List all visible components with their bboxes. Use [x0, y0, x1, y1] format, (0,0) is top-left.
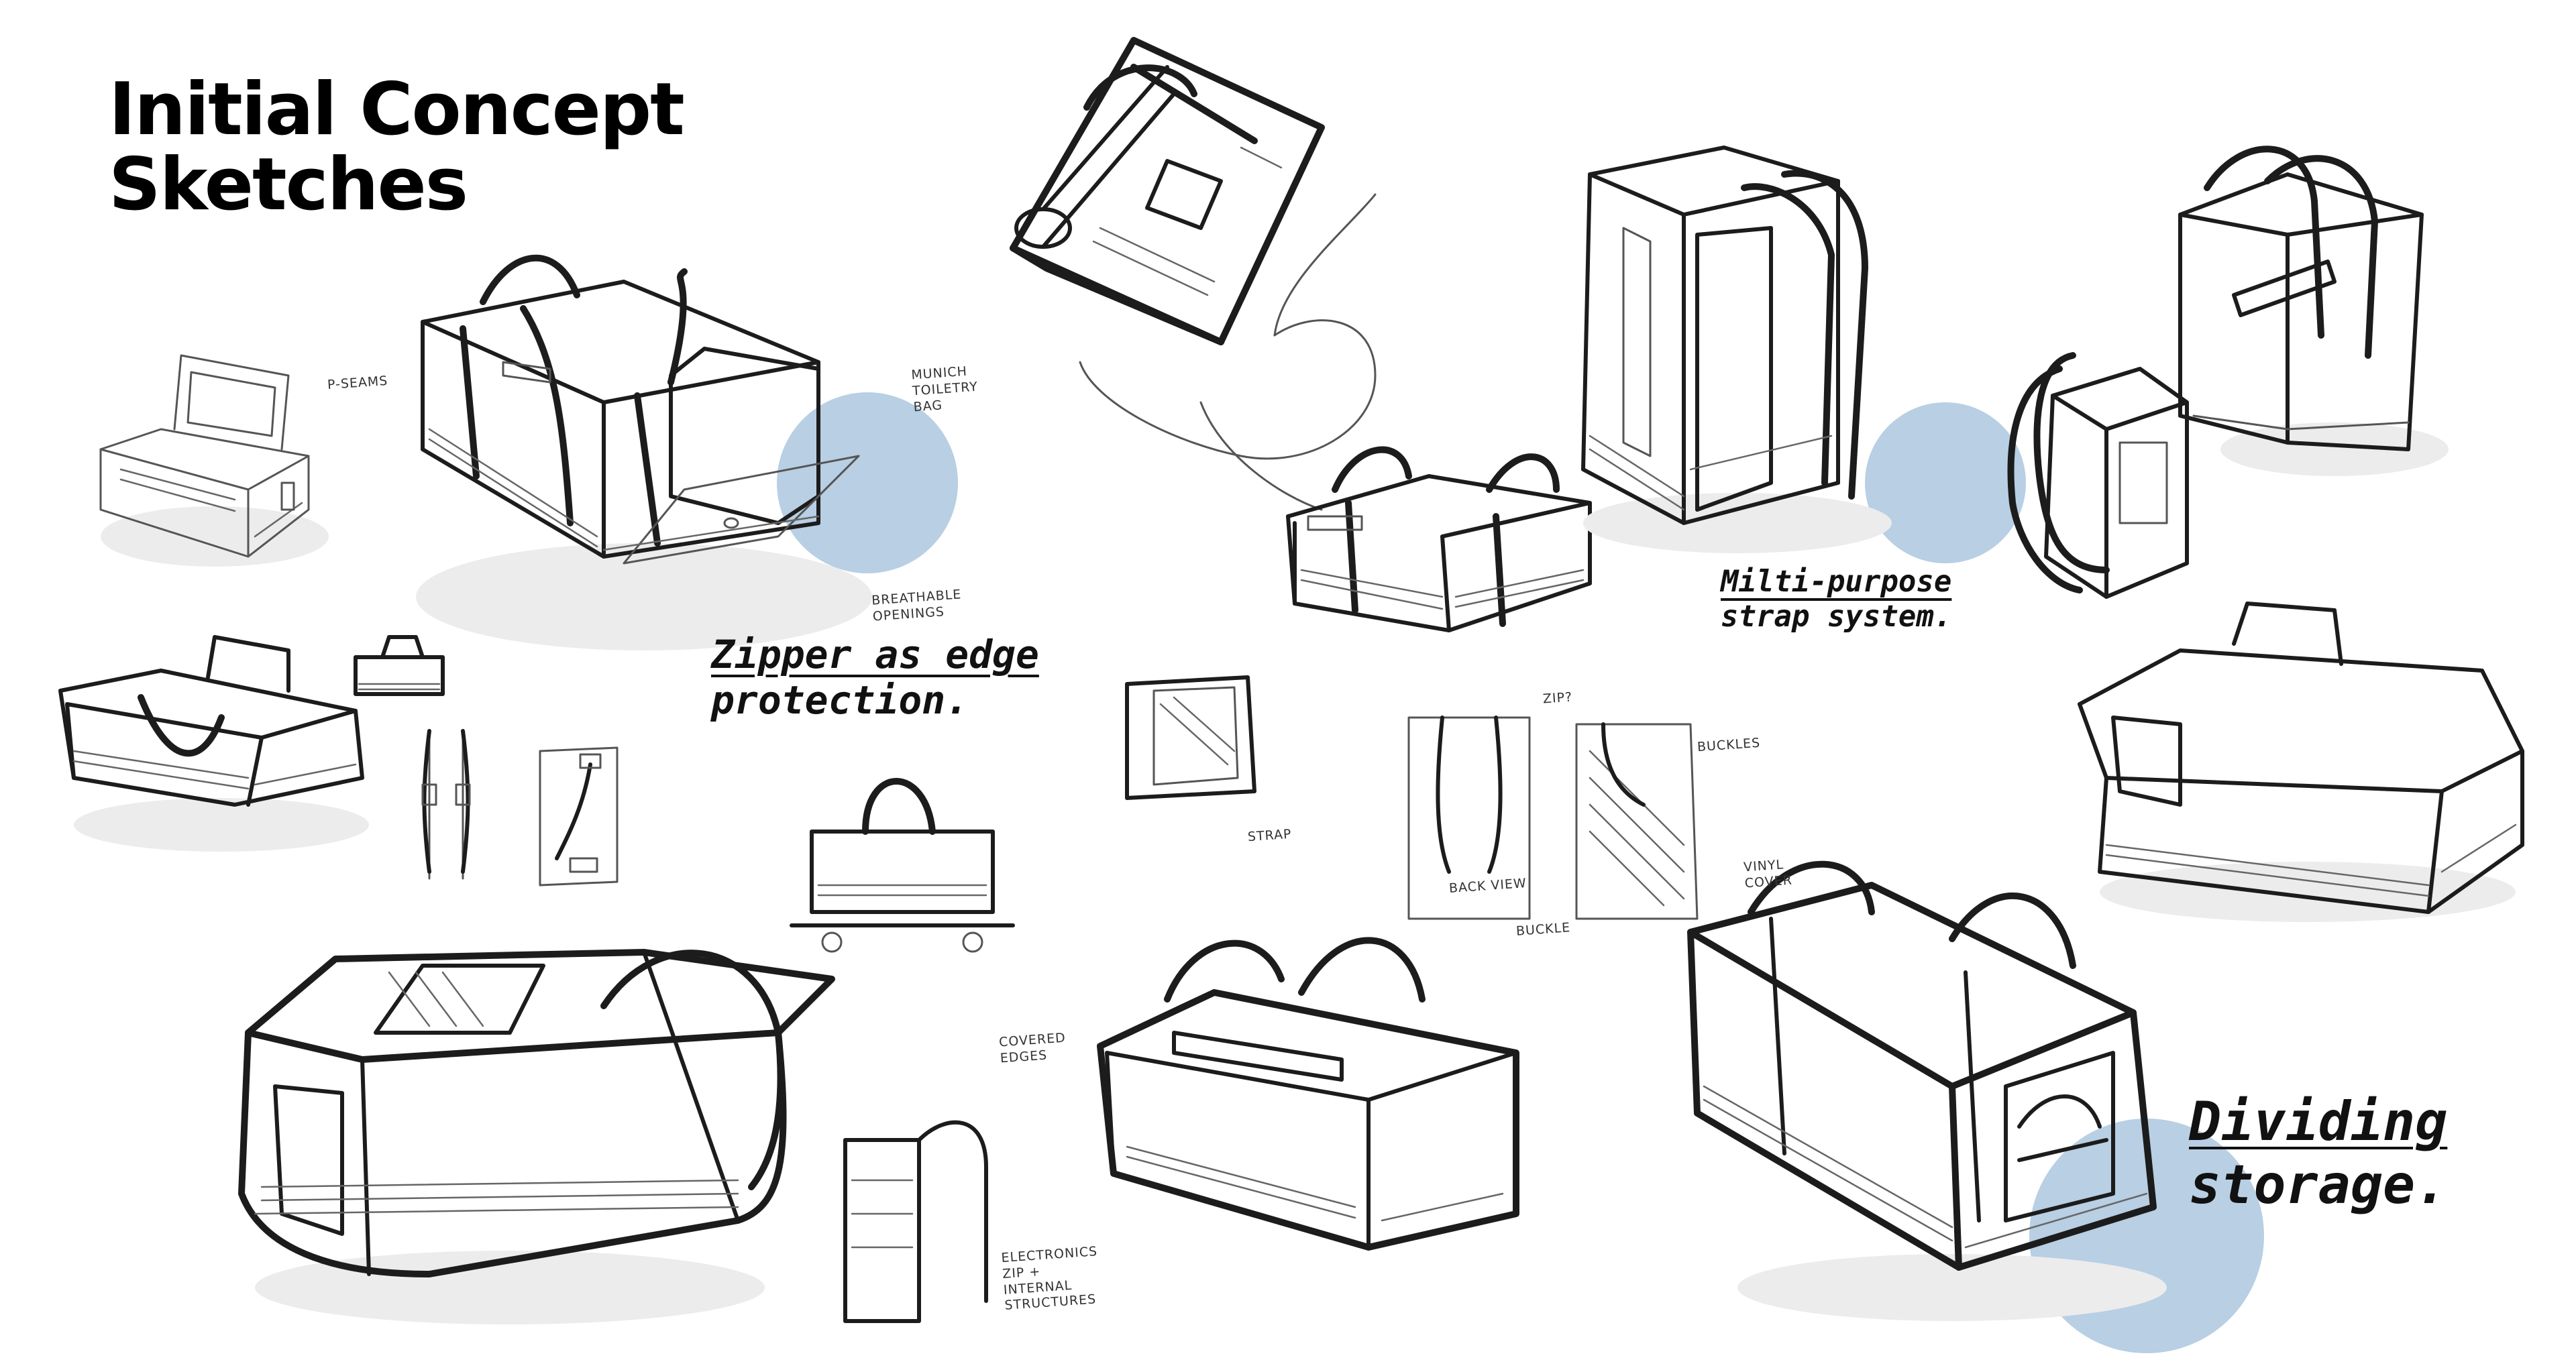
callout-zipper-edge: Zipper as edge protection.	[711, 632, 1039, 724]
note-buckles-text: Buckles	[1697, 735, 1761, 755]
callout-strap-line-2: strap system.	[1721, 599, 1952, 634]
note-buckle: Buckle	[1515, 920, 1571, 939]
sketch-backpack-large	[1581, 146, 1892, 553]
callout-zipper-line-2: protection.	[711, 677, 969, 724]
note-vinyl-line-2: cover	[1744, 872, 1793, 891]
note-p-seams: P-seams	[327, 374, 388, 394]
sketch-bag-held-hand	[1010, 37, 1377, 511]
note-vinyl-cover: Vinyl cover	[1743, 857, 1792, 892]
page-title-line-2: Sketches	[109, 143, 468, 227]
sketch-panel-detail	[539, 746, 619, 887]
sketch-backpack-top-right	[2178, 146, 2449, 476]
sketch-duffel-center	[1286, 446, 1592, 632]
sketch-small-tray	[99, 354, 329, 567]
sketch-tiny-bag	[354, 635, 445, 696]
note-buckles: Buckles	[1697, 736, 1761, 756]
sketch-duffel-large-bottom-left	[238, 949, 835, 1324]
sketch-wheeled-bag	[790, 778, 1015, 953]
note-p-seams-text: P-seams	[327, 373, 389, 393]
sketch-duffel-right-middle	[2078, 602, 2524, 922]
note-munich-toiletry-bag: Munich toiletry bag	[911, 363, 980, 416]
callout-dividing-line-1: Dividing	[2189, 1090, 2448, 1153]
callout-dividing-storage: Dividing storage.	[2189, 1090, 2447, 1217]
note-zip: Zip?	[1542, 689, 1573, 707]
callout-strap-system: Milti-purpose strap system.	[1721, 565, 1951, 634]
note-zip-text: Zip?	[1542, 689, 1573, 707]
sketch-back-view	[1407, 716, 1531, 920]
sketch-vinyl-panel	[1575, 722, 1699, 920]
note-electronics: Electronics zip + internal structures	[1001, 1244, 1102, 1314]
accent-circle-strap	[1865, 402, 2026, 563]
callout-strap-line-1: Milti-purpose	[1721, 565, 1952, 599]
page-title: Initial Concept Sketches	[109, 68, 685, 227]
sketch-duffel-dividing	[1687, 860, 2167, 1321]
note-strap: Strap	[1247, 827, 1292, 846]
callout-dividing-line-2: storage.	[2189, 1153, 2448, 1216]
sketch-frame-center	[1125, 675, 1256, 800]
sketch-duffel-open-end	[416, 255, 872, 650]
note-buckle-text: Buckle	[1515, 920, 1571, 939]
accent-circle-zipper	[777, 392, 958, 573]
sketch-strap-detail	[421, 729, 471, 880]
note-covered-edges: Covered edges	[998, 1031, 1067, 1067]
sketch-backpack-side	[2007, 352, 2189, 599]
callout-zipper-line-1: Zipper as edge	[711, 632, 1039, 677]
sketch-side-panel-bottom	[843, 1120, 988, 1323]
note-breathable-openings: Breathable openings	[871, 587, 963, 625]
note-strap-text: Strap	[1247, 826, 1293, 845]
sketch-duffel-left	[58, 635, 369, 852]
sketch-duffel-center-bottom	[1097, 937, 1519, 1251]
page-title-line-1: Initial Concept	[109, 68, 685, 152]
